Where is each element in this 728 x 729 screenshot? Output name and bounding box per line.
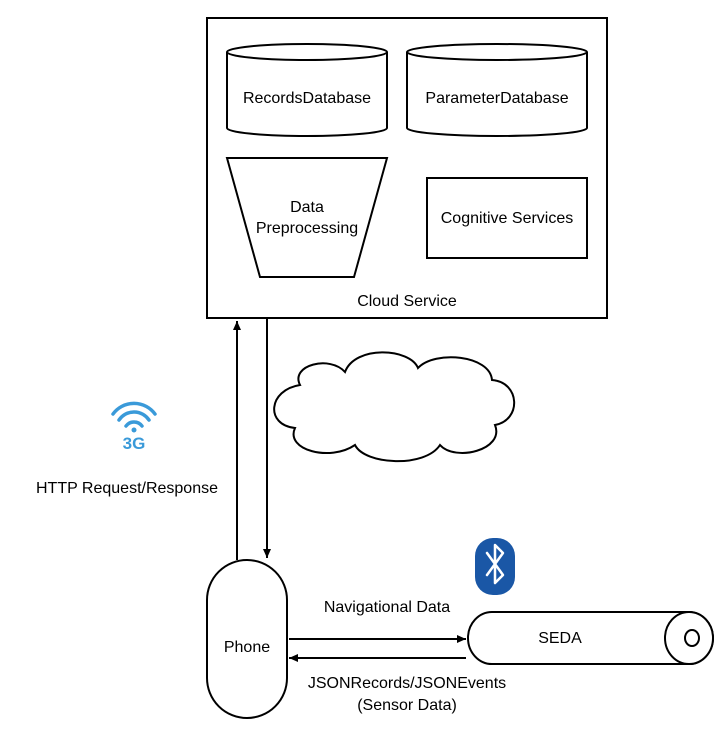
preprocessing-label-line2: Preprocessing: [256, 220, 358, 237]
network-3g-label: 3G: [123, 434, 146, 453]
internet-cloud-shape: [273, 351, 516, 463]
preprocessing-label-line1: Data: [290, 199, 324, 216]
parameter-database: ParameterDatabase: [406, 43, 588, 137]
sensor-data-label-line2: (Sensor Data): [357, 697, 457, 714]
cloud-service-label: Cloud Service: [357, 293, 457, 310]
phone-label: Phone: [224, 639, 270, 656]
parameter-database-label: ParameterDatabase: [425, 90, 568, 107]
cognitive-services-label: Cognitive Services: [441, 210, 574, 227]
http-label: HTTP Request/Response: [36, 480, 218, 497]
wifi-3g-icon: 3G: [111, 401, 157, 453]
records-database-label: RecordsDatabase: [243, 90, 371, 107]
seda-label: SEDA: [538, 630, 582, 647]
cognitive-services: Cognitive Services: [426, 177, 588, 259]
phone-node: Phone: [206, 559, 288, 719]
seda-device: SEDA: [467, 611, 714, 665]
sensor-data-label-line1: JSONRecords/JSONEvents: [308, 675, 506, 692]
data-preprocessing: Data Preprocessing: [225, 157, 389, 278]
records-database: RecordsDatabase: [226, 43, 388, 137]
bluetooth-icon: [475, 538, 515, 595]
navigational-data-label: Navigational Data: [324, 599, 450, 616]
